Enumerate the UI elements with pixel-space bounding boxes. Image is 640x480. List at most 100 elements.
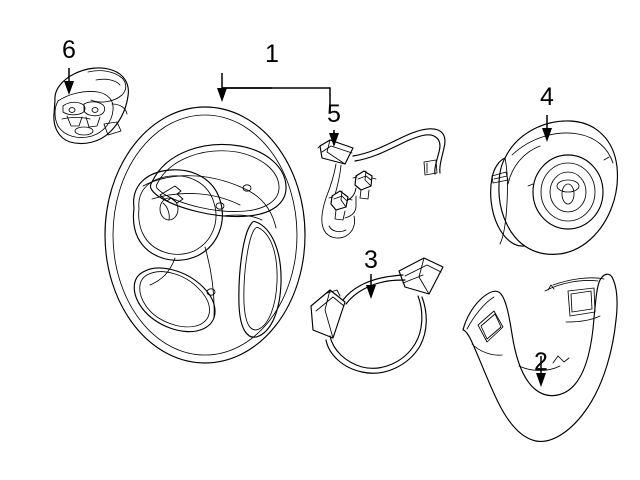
trim-bezel-right-arm-top-edge <box>552 277 605 286</box>
spiral-cable-main-connector-face <box>326 139 346 165</box>
callout-6-arrowhead <box>64 81 74 95</box>
trim-bezel-right-arm-lower-detail <box>565 315 601 323</box>
steering-wheel-spoke-line-left <box>149 257 176 286</box>
airbag-emblem-outer-ring <box>532 154 604 230</box>
callout-3-arrowhead <box>366 285 376 299</box>
combination-switch-detail-e <box>61 117 91 120</box>
airbag-emblem-inner-ring <box>549 171 587 213</box>
spiral-cable-small-connector-1-edge <box>357 175 372 181</box>
callout-label-1: 1 <box>265 40 279 68</box>
steering-wheel-left-lower-opening-inner <box>139 271 210 328</box>
steering-wheel-spoke-line-lower <box>204 246 215 319</box>
airbag-module-left-tab-line <box>493 175 508 180</box>
callout-2-arrowhead <box>536 373 546 387</box>
trim-bezel-top-nib <box>547 284 555 291</box>
trim-bezel-left-switch-opening <box>477 310 504 343</box>
trim-bezel-center-notch <box>552 355 570 364</box>
airbag-module-top-contour <box>511 132 614 164</box>
callout-label-2: 2 <box>534 348 548 376</box>
callout-1-leader <box>217 73 331 110</box>
spiral-cable-branch-wire-right <box>344 195 357 219</box>
spiral-cable-loop-bottom <box>323 215 356 239</box>
part-airbag-module[interactable] <box>490 120 619 255</box>
spiral-cable-small-connector-2-face <box>340 190 347 208</box>
switch-harness-left-connector-tab <box>326 289 341 297</box>
callout-2-leader <box>536 356 546 387</box>
callout-3-leader <box>366 274 376 299</box>
trim-bezel-left-switch-opening-inner <box>480 313 502 340</box>
spiral-cable-small-connector-2-edge <box>333 195 348 202</box>
combination-switch-side-tab <box>103 121 122 136</box>
steering-wheel-spoke-line-upper-2 <box>151 193 241 206</box>
combination-switch-face-recess <box>54 91 114 138</box>
switch-harness-left-connector-edge <box>315 296 345 312</box>
combination-switch-detail-a <box>62 101 86 116</box>
part-trim-bezel[interactable] <box>462 273 618 442</box>
spiral-cable-wire-main-upper <box>352 128 446 174</box>
combination-switch-detail-c <box>66 115 83 127</box>
spiral-cable-loop-bottom-inner <box>328 225 347 233</box>
steering-wheel-hub-emblem-detail <box>162 202 170 221</box>
airbag-emblem-glyph-vertical <box>561 183 575 205</box>
airbag-emblem-glyph-horizontal <box>556 179 580 193</box>
steering-wheel-hole-center <box>215 202 225 210</box>
airbag-module-tick-right <box>603 156 610 161</box>
airbag-module-upper-left-contour <box>507 145 541 185</box>
combination-switch-detail-b <box>83 101 106 117</box>
airbag-module-left-face-fold <box>499 157 508 245</box>
spiral-cable-small-connector-2-stem <box>334 209 346 221</box>
part-spiral-cable-harness[interactable] <box>317 128 446 239</box>
combination-switch-hole-b <box>91 107 99 113</box>
steering-wheel-spoke-line-right <box>221 214 263 221</box>
airbag-module-left-face <box>490 157 525 247</box>
callout-label-5: 5 <box>327 100 341 128</box>
callout-label-3: 3 <box>364 246 378 274</box>
steering-wheel-left-lower-opening <box>133 267 216 333</box>
steering-wheel-outer-rim <box>104 106 306 364</box>
spiral-cable-main-connector-edge <box>321 145 353 154</box>
combination-switch-top-lobe <box>87 70 127 103</box>
switch-harness-right-connector-edge <box>404 264 442 277</box>
callout-label-4: 4 <box>540 83 554 111</box>
steering-wheel-hub-arrow-mark <box>159 185 184 204</box>
airbag-emblem-mid-ring <box>540 162 596 222</box>
steering-wheel-upper-opening <box>149 143 287 218</box>
spiral-cable-small-connector-1-tabs <box>352 176 377 180</box>
spiral-cable-small-connector-1-face <box>364 170 372 187</box>
callout-6-leader <box>64 68 74 95</box>
spiral-cable-branch-wire-left-a <box>321 163 337 231</box>
steering-wheel-hole-upper-right <box>242 184 252 192</box>
steering-wheel-spoke-line-upper <box>142 175 277 229</box>
steering-wheel-rim-inner-edge <box>112 114 298 356</box>
switch-harness-cable-lower-b <box>325 296 427 374</box>
steering-wheel-hub-pad-inner <box>138 175 217 255</box>
switch-harness-right-connector-detail <box>402 274 424 284</box>
spiral-cable-small-connector-1 <box>354 170 373 191</box>
combination-switch-top-detail <box>95 78 121 86</box>
combination-switch-outer-body <box>53 67 129 145</box>
callout-4-arrowhead <box>542 128 552 142</box>
trim-bezel-right-switch-opening-inner <box>570 290 593 313</box>
part-steering-wheel[interactable] <box>104 106 306 364</box>
trim-bezel-right-arm-top-edge-2 <box>544 280 599 292</box>
part-switch-wire-harness[interactable] <box>310 257 444 374</box>
airbag-module-tick-left <box>527 183 534 187</box>
combination-switch-hole-a <box>68 107 76 113</box>
combination-switch-edge-detail <box>111 103 128 115</box>
part-combination-switch[interactable] <box>53 67 129 145</box>
steering-wheel-upper-opening-inner <box>155 150 280 212</box>
steering-wheel-right-lower-opening <box>238 220 282 338</box>
switch-harness-left-connector-face <box>324 289 334 339</box>
callout-5-arrowhead <box>329 133 339 147</box>
callout-5-leader <box>329 110 339 147</box>
steering-wheel-hub-pad <box>132 169 223 261</box>
trim-bezel-left-arm-edge <box>466 296 495 330</box>
combination-switch-lower-port <box>74 126 94 136</box>
airbag-module-left-tab <box>491 171 509 184</box>
switch-harness-cable-lower-a <box>329 295 423 369</box>
trim-bezel-right-switch-opening <box>567 287 596 317</box>
switch-harness-cable-upper-a <box>342 274 404 301</box>
spiral-cable-main-connector-tab <box>317 144 322 149</box>
